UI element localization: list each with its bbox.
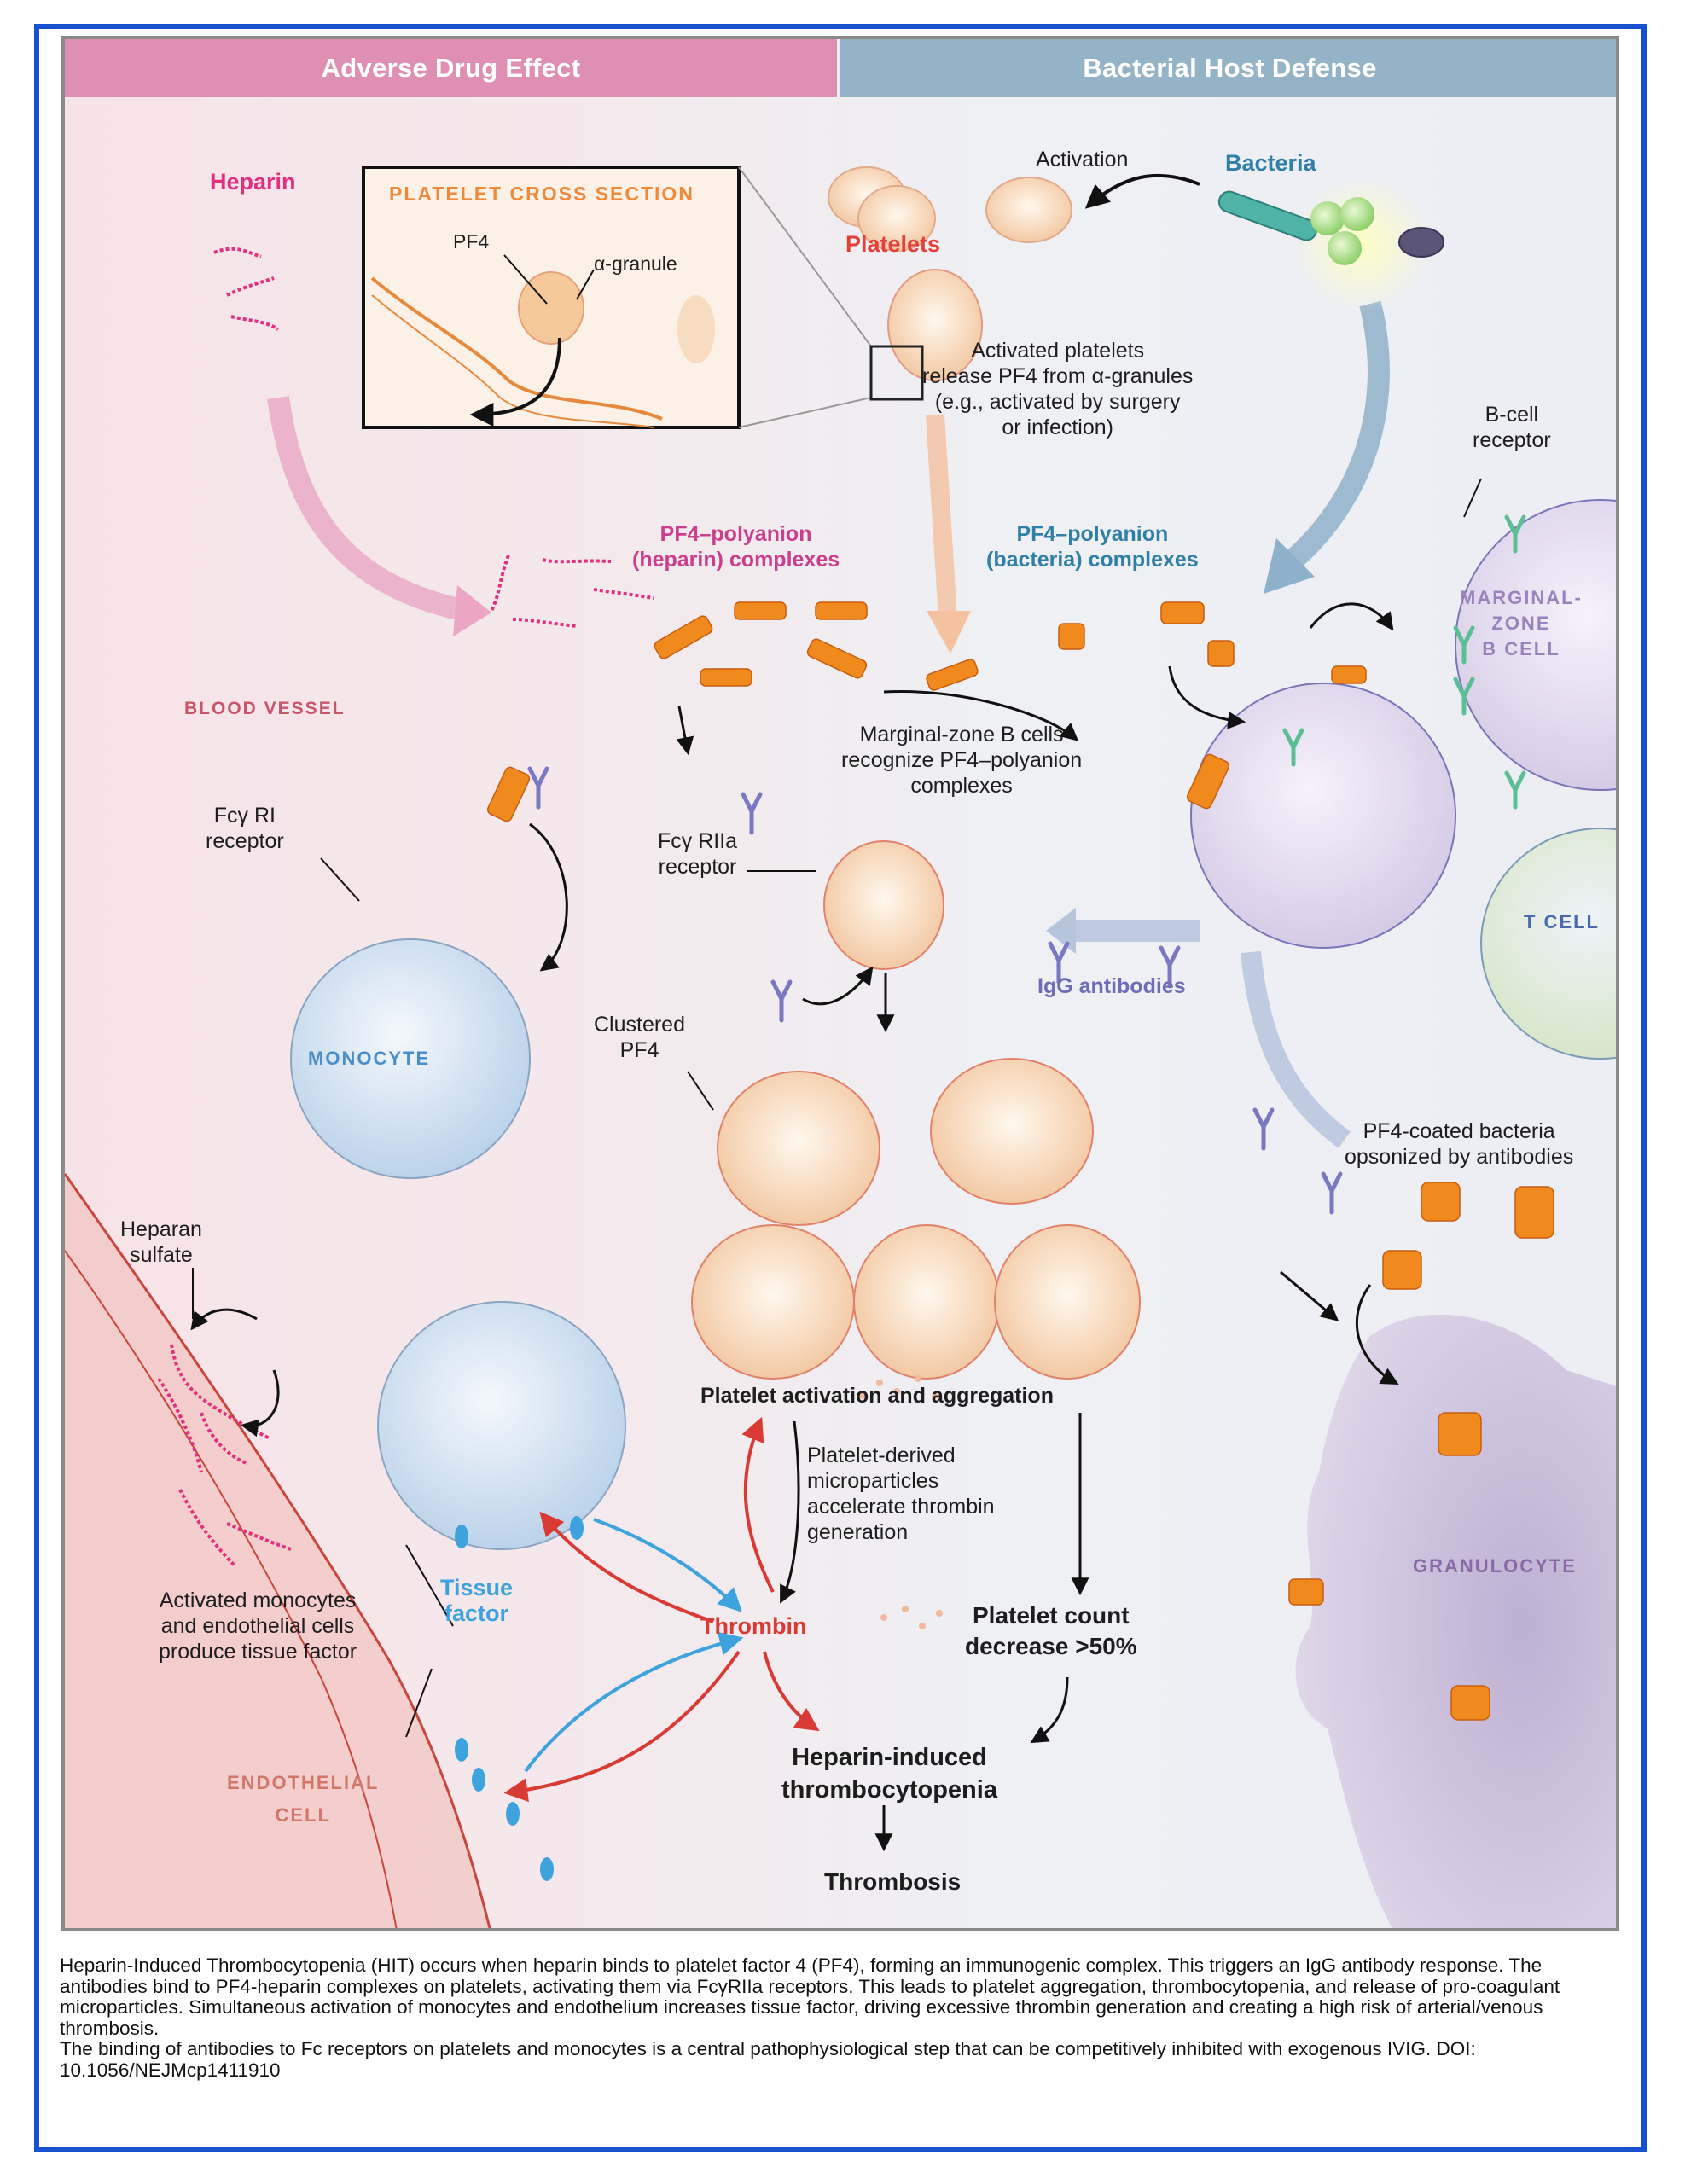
tissue-factor-markers [455, 1516, 584, 1881]
label-thrombin: Thrombin [700, 1613, 807, 1639]
pf4-release-arrowhead [927, 611, 971, 653]
label-pf4-coated-bacteria: PF4-coated bacteria opsonized by antibod… [1345, 1119, 1574, 1169]
label-t-cell: T CELL [1524, 911, 1600, 932]
granulocyte-shape [1295, 1314, 1616, 1928]
heparan-sulfate [157, 1344, 292, 1568]
label-pf4-heparin-complexes: PF4–polyanion (heparin) complexes [632, 522, 840, 572]
label-platelet-activation: Platelet activation and aggregation [700, 1384, 1054, 1408]
caption-paragraph-1: Heparin-Induced Thrombocytopenia (HIT) o… [60, 1955, 1560, 2039]
label-bacteria: Bacteria [1225, 150, 1316, 176]
label-pf4-bacteria-complexes: PF4–polyanion (bacteria) complexes [986, 522, 1199, 572]
label-mz-recognize: Marginal-zone B cells recognize PF4–poly… [841, 723, 1083, 798]
label-blood-vessel: BLOOD VESSEL [184, 699, 346, 718]
activation-arrow [1084, 173, 1200, 209]
igg-antibodies-icons [527, 766, 1343, 1215]
label-heparin: Heparin [210, 169, 296, 195]
marginal-zone-b-cell [1190, 682, 1456, 949]
label-platelets: Platelets [845, 231, 941, 257]
label-platelet-cross-section: PLATELET CROSS SECTION [389, 183, 694, 205]
label-igg-antibodies: IgG antibodies [1037, 974, 1186, 998]
b-cell-receptors [1282, 514, 1526, 810]
activated-platelet [887, 269, 983, 381]
aggregated-platelets [691, 840, 1141, 1380]
label-hit: Heparin-induced thrombocytopenia [781, 1744, 997, 1804]
tissue-factor-arrows [524, 1518, 744, 1773]
hit-diagram: Adverse Drug Effect Bacterial Host Defen… [61, 36, 1619, 1931]
microparticles [859, 1375, 943, 1629]
label-fcgriia-receptor: Fcγ RIIa receptor [658, 829, 738, 879]
endothelial-cell-shape [65, 1173, 491, 1928]
label-b-cell-receptor: B-cell receptor [1473, 403, 1551, 452]
label-fcgri-receptor: Fcγ RI receptor [206, 804, 284, 853]
igg-arrow-to-bacteria [1241, 950, 1351, 1148]
label-monocyte: MONOCYTE [308, 1048, 431, 1069]
header-adverse-drug-effect: Adverse Drug Effect [65, 39, 837, 97]
pf4-complexes [486, 601, 1554, 1721]
platelet [857, 185, 936, 252]
monocyte-shape [290, 938, 531, 1179]
label-tissue-factor: Tissue factor [440, 1575, 514, 1626]
label-granulocyte: GRANULOCYTE [1413, 1555, 1577, 1577]
header-bacterial-host-defense: Bacterial Host Defense [840, 39, 1616, 97]
label-microparticles: Platelet-derived microparticles accelera… [807, 1443, 995, 1544]
marginal-zone-b-cell-large [1455, 499, 1616, 791]
label-inset-pf4: PF4 [453, 230, 490, 253]
label-activated-monocytes: Activated monocytes and endothelial cell… [159, 1589, 357, 1664]
diagram-artwork [65, 166, 1616, 1928]
activated-monocyte-shape [377, 1301, 626, 1550]
t-cell-shape [1480, 828, 1616, 1060]
label-activated-platelets: Activated platelets release PF4 from α-g… [922, 339, 1194, 439]
label-alpha-granule: α-granule [594, 253, 677, 275]
heparin-flow-arrow [267, 396, 468, 622]
label-platelet-count: Platelet count decrease >50% [965, 1602, 1137, 1659]
pf4-release-arrow [926, 414, 957, 620]
caption-paragraph-2: The binding of antibodies to Fc receptor… [60, 2038, 1476, 2081]
thrombin-arrows [503, 1416, 820, 1803]
label-clustered-pf4: Clustered PF4 [594, 1013, 685, 1062]
label-thrombosis: Thrombosis [824, 1868, 962, 1895]
bacteria-flow-arrow [1286, 300, 1390, 568]
figure-caption: Heparin-Induced Thrombocytopenia (HIT) o… [60, 1955, 1621, 2081]
label-endothelial-cell: ENDOTHELIAL CELL [227, 1772, 380, 1826]
process-arrows [190, 602, 1399, 1852]
platelet-cross-section-inset [362, 166, 924, 429]
heparin-chains [213, 247, 654, 628]
platelet [985, 177, 1072, 243]
pointer-lines [192, 478, 1482, 1738]
label-heparan-sulfate: Heparan sulfate [120, 1217, 202, 1267]
bacteria-flow-arrowhead [1264, 538, 1315, 594]
heparin-flow-arrowhead [453, 585, 491, 636]
label-marginal-zone-b-cell: MARGINAL- ZONE B CELL [1460, 587, 1583, 659]
bacteria-group [1217, 176, 1444, 312]
label-activation: Activation [1036, 148, 1129, 171]
